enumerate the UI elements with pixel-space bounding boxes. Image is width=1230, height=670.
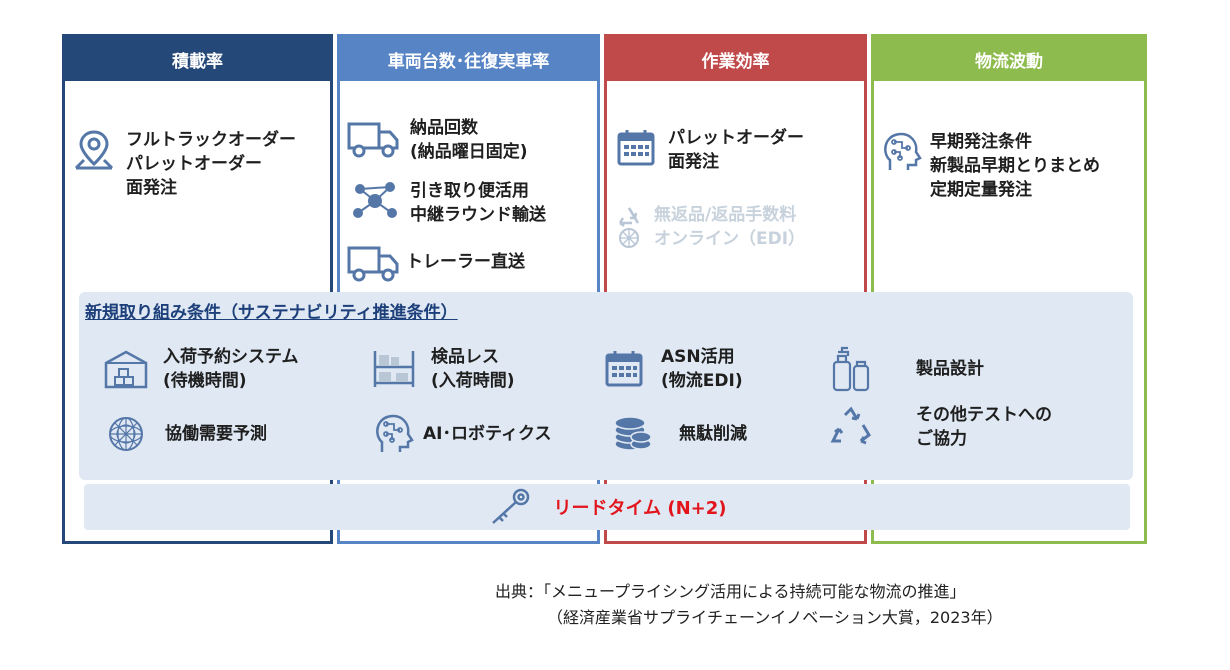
item-line: ASN活用 bbox=[661, 347, 735, 367]
item-line: トレーラー直送 bbox=[406, 252, 525, 272]
panel-item: ASN活用 (物流EDI) bbox=[599, 344, 743, 394]
ai-head-icon bbox=[369, 409, 419, 459]
item-line: オンライン（EDI） bbox=[654, 229, 806, 249]
column-header: 積載率 bbox=[65, 37, 330, 81]
column-item: 早期発注条件新製品早期とりまとめ定期定量発注 bbox=[882, 130, 1100, 202]
column-header: 作業効率 bbox=[607, 37, 864, 81]
bottle-icon bbox=[826, 344, 876, 394]
item-line: (物流EDI) bbox=[661, 371, 743, 391]
column-title: 車両台数･往復実車率 bbox=[387, 51, 550, 72]
panel-item: 協働需要予測 bbox=[101, 409, 267, 459]
column-item: 納品回数 (納品曜日固定) bbox=[346, 116, 528, 164]
sustainability-panel: 新規取り組み条件（サステナビリティ推進条件） 入荷予約システム (待機時間) 検品… bbox=[79, 292, 1133, 480]
column-item: フルトラックオーダーパレットオーダー面発注 bbox=[72, 128, 296, 200]
item-line: 検品レス bbox=[431, 347, 499, 367]
panel-item: 入荷予約システム (待機時間) bbox=[101, 344, 299, 394]
column-header: 車両台数･往復実車率 bbox=[340, 37, 597, 81]
column-item: トレーラー直送 bbox=[346, 240, 525, 284]
warehouse-icon bbox=[101, 344, 151, 394]
column-title: 物流波動 bbox=[975, 51, 1043, 72]
calendar-icon bbox=[614, 126, 658, 170]
item-line: 面発注 bbox=[126, 178, 177, 198]
item-line: 面発注 bbox=[668, 152, 719, 172]
column-title: 積載率 bbox=[172, 51, 223, 72]
panel-item: 無駄削減 bbox=[607, 409, 747, 459]
item-line: パレットオーダー bbox=[668, 128, 804, 148]
source-line: 出典：「メニュープライシング活用による持続可能な物流の推進」 bbox=[495, 582, 966, 601]
panel-title: 新規取り組み条件（サステナビリティ推進条件） bbox=[85, 303, 458, 323]
column-header: 物流波動 bbox=[874, 37, 1144, 81]
map-pin-icon bbox=[72, 128, 116, 172]
globe-mesh-icon bbox=[619, 228, 639, 248]
lead-time-label: リードタイム (N+2) bbox=[553, 498, 727, 519]
key-icon bbox=[487, 487, 533, 527]
item-line: (入荷時間) bbox=[431, 371, 515, 391]
item-line: 早期発注条件 bbox=[930, 132, 1032, 152]
column-item: パレットオーダー面発注 bbox=[614, 126, 804, 174]
lead-time-bar: リードタイム (N+2) bbox=[84, 484, 1130, 530]
item-line: ご協力 bbox=[916, 429, 967, 449]
panel-item: AI･ロボティクス bbox=[369, 409, 551, 459]
item-line: 製品設計 bbox=[916, 359, 984, 379]
item-line: 納品回数 bbox=[410, 118, 478, 138]
item-line: AI･ロボティクス bbox=[423, 424, 552, 444]
recycle-icon bbox=[826, 402, 876, 452]
coins-icon bbox=[607, 409, 657, 459]
item-line: 協働需要予測 bbox=[165, 424, 267, 444]
item-line: 定期定量発注 bbox=[930, 180, 1032, 200]
item-line: 入荷予約システム bbox=[163, 347, 299, 367]
column-item: 引き取り便活用中継ラウンド輸送 bbox=[350, 179, 546, 227]
panel-item: 製品設計 bbox=[826, 344, 984, 394]
globe-mesh-icon bbox=[101, 409, 151, 459]
panel-item: その他テストへのご協力 bbox=[826, 402, 1052, 452]
item-line: 引き取り便活用 bbox=[410, 181, 529, 201]
item-line: 新製品早期とりまとめ bbox=[930, 156, 1100, 176]
ai-head-icon bbox=[882, 130, 922, 174]
shelf-icon bbox=[369, 344, 419, 394]
item-line: 無駄削減 bbox=[679, 424, 747, 444]
network-icon bbox=[350, 179, 400, 223]
item-line: 中継ラウンド輸送 bbox=[410, 205, 546, 225]
item-line: その他テストへの bbox=[916, 405, 1052, 425]
truck-icon bbox=[346, 240, 400, 284]
source-line: （経済産業省サプライチェーンイノベーション大賞，2023年） bbox=[547, 608, 1003, 627]
recycle-icon bbox=[614, 203, 644, 251]
item-line: (待機時間) bbox=[163, 371, 247, 391]
source-citation: 出典：「メニュープライシング活用による持続可能な物流の推進」 （経済産業省サプラ… bbox=[495, 579, 1003, 631]
item-line: 無返品/返品手数料 bbox=[654, 205, 797, 225]
calendar-icon bbox=[599, 344, 649, 394]
item-line: フルトラックオーダー bbox=[126, 130, 296, 150]
column-item: 無返品/返品手数料オンライン（EDI） bbox=[614, 203, 805, 251]
panel-item: 検品レス (入荷時間) bbox=[369, 344, 515, 394]
item-line: パレットオーダー bbox=[126, 154, 262, 174]
item-line: (納品曜日固定) bbox=[410, 142, 528, 162]
truck-icon bbox=[346, 116, 400, 160]
column-title: 作業効率 bbox=[701, 51, 770, 72]
